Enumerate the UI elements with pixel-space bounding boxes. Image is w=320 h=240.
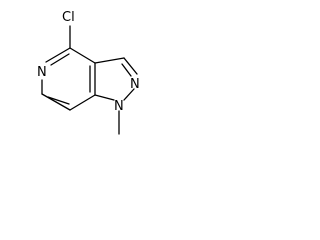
- bond-c3a-c3: [94, 57, 125, 64]
- pyrazole-n2-label: N: [130, 77, 140, 92]
- bond-c6-c7: [41, 93, 71, 111]
- bond-c3-n2-inner: [121, 63, 132, 77]
- bond-c4-n5-inner: [50, 53, 70, 66]
- bond-c4-c3a: [69, 47, 96, 64]
- chlorine-label: Cl: [62, 10, 75, 25]
- bond-c6-c7-inner: [47, 96, 70, 105]
- bond-c4-n5: [45, 47, 71, 63]
- bond-n2-n1: [123, 88, 135, 101]
- bond-c7-c7a: [69, 94, 96, 111]
- molecule-structure: Cl N N N: [37, 10, 140, 135]
- bond-c3-n2: [123, 57, 138, 75]
- pyridine-nitrogen-label: N: [37, 65, 47, 80]
- pyrazole-n1-label: N: [114, 99, 124, 114]
- bond-n1-c7a: [94, 94, 115, 101]
